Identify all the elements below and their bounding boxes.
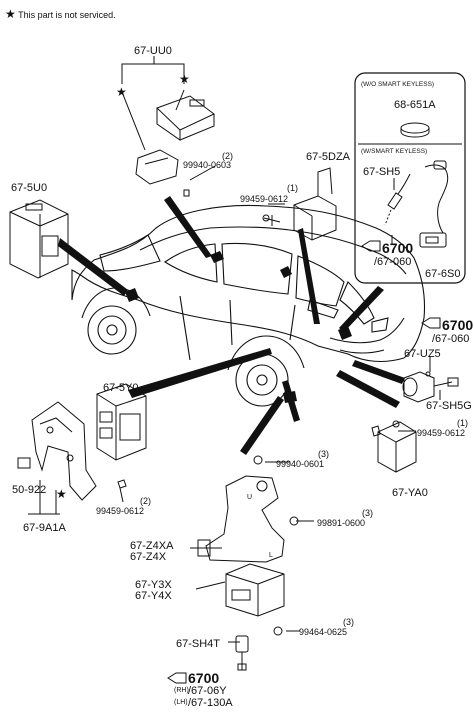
label-67-6s0: 67-6S0 [425,268,461,280]
ref-rh-tag: (RH) [174,687,189,694]
label-bolt-99940-0601: 99940-0601 [276,459,325,469]
label-bolt-99459-0612-a: 99459-0612 [240,194,289,204]
label-bolt-99459-0612-c: 99459-0612 [417,428,466,438]
ref-6700-keyless: 6700 [382,240,414,256]
label-bolt-qty-99940-0603: (2) [222,151,233,161]
caption-with-smart-keyless: (W/SMART KEYLESS) [361,148,428,155]
label-bolt-99940-0603: 99940-0603 [183,160,232,170]
label-50-922: 50-922 [12,484,47,496]
label-67-sh5: 67-SH5 [363,166,401,178]
label-67-y3x: 67-Y3X [135,579,172,591]
ref-arrows [167,240,441,684]
bracket-mark-l: L [269,552,273,559]
label-bolt-qty-99891-0600: (3) [362,508,373,518]
label-bolt-qty-99459-0612-b: (2) [140,496,151,506]
star-icon: ★ [116,85,127,99]
uz5-sensor-drawing [402,371,459,403]
label-bolt-qty-99459-0612-c: (1) [457,418,468,428]
nine-a1a-bracket-drawing [17,401,127,501]
smart-keyless-inset [354,72,466,284]
label-bolt-99464-0625: 99464-0625 [299,627,348,637]
ref-67-130a: /67-130A [188,697,233,709]
ref-lh-tag: (LH) [174,699,188,706]
label-bolt-qty-99940-0601: (3) [318,449,329,459]
label-bolt-qty-99459-0612-a: (1) [287,183,298,193]
star-icon: ★ [5,7,16,21]
label-67-sh5g: 67-SH5G [426,400,472,412]
label-68-651a: 68-651A [394,99,436,111]
ref-67-060-right: /67-060 [432,333,470,345]
label-67-z4x: 67-Z4X [130,551,167,563]
label-67-y4x: 67-Y4X [135,590,172,602]
legend-note: ★ This part is not serviced. [5,7,116,21]
label-67-uu0: 67-UU0 [134,45,172,57]
star-icon: ★ [179,72,190,86]
vehicle-outline [71,204,426,407]
caption-without-smart-keyless: (W/O SMART KEYLESS) [361,81,435,88]
ref-6700-right: 6700 [442,317,474,333]
ref-67-06y: /67-06Y [188,685,227,697]
star-icon: ★ [56,487,67,501]
battery-68-651A-drawing [400,122,430,138]
leader-wedges [58,196,405,455]
ya0-module-drawing [371,420,417,473]
fivedza-module-drawing [262,167,337,241]
label-67-ya0: 67-YA0 [392,487,428,499]
label-67-5y0: 67-5Y0 [103,382,139,394]
label-bolt-qty-99464-0625: (3) [343,617,354,627]
label-bolt-99891-0600: 99891-0600 [317,518,366,528]
z4x-bracket-drawing [197,455,299,563]
sh4t-connector-drawing [235,635,249,671]
bracket-mark-u: U [247,494,253,501]
label-67-uz5: 67-UZ5 [404,348,441,360]
leader-lines [28,165,441,643]
label-67-sh4t: 67-SH4T [176,638,221,650]
label-bolt-99459-0612-b: 99459-0612 [96,506,145,516]
fivey0-module-drawing [96,383,147,461]
vehicle-module-markers [125,251,352,403]
label-67-9a1a: 67-9A1A [23,522,66,534]
fiveu0-module-drawing [9,199,69,279]
label-67-5dza: 67-5DZA [306,151,351,163]
label-67-z4xa: 67-Z4XA [130,540,174,552]
uu0-group [121,56,215,197]
legend-note-text: This part is not serviced. [18,10,116,20]
label-67-5u0: 67-5U0 [11,182,48,194]
ref-67-060-keyless: /67-060 [374,256,412,268]
keyless-antenna-drawing [384,160,449,248]
ref-6700-bottom: 6700 [188,670,220,686]
y3x-sensor-drawing [225,563,285,636]
